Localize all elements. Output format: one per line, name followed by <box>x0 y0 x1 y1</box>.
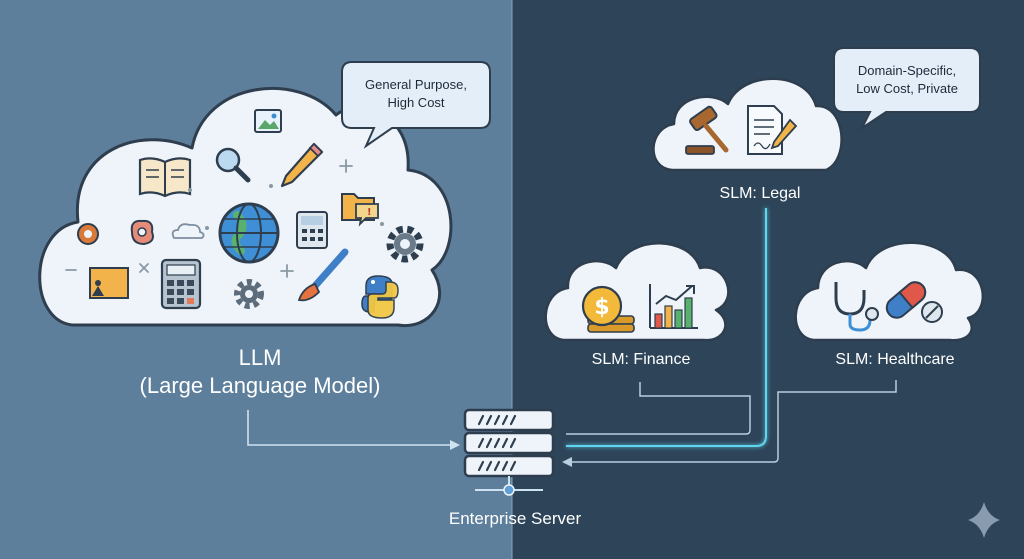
llm-speech-line-1: General Purpose, <box>365 77 467 92</box>
sticky-note-icon <box>89 267 129 299</box>
image-icon <box>254 109 282 133</box>
slm-speech-bubble <box>833 47 981 131</box>
slm-healthcare-label: SLM: Healthcare <box>835 351 955 368</box>
pencil-icon <box>280 142 324 188</box>
document-pen-icon <box>747 105 798 155</box>
bar-chart-icon <box>649 284 698 329</box>
finance-connector <box>566 382 751 435</box>
svg-text:!: ! <box>367 207 372 218</box>
llm-subtitle: (Large Language Model) <box>139 373 381 398</box>
plus-marks <box>65 159 353 278</box>
llm-speech-text: General Purpose, High Cost <box>342 76 490 112</box>
folder-chat-icon: ! <box>341 193 379 227</box>
healthcare-connector <box>570 380 897 463</box>
slm-speech-line-1: Domain-Specific, <box>857 63 957 78</box>
llm-title: LLM <box>238 345 282 370</box>
legal-connector-glow <box>566 208 767 447</box>
magnifier-icon <box>215 147 251 183</box>
slm-legal-label: SLM: Legal <box>719 185 801 202</box>
llm-speech-line-2: High Cost <box>387 95 445 110</box>
gavel-icon <box>685 105 729 155</box>
dot-marks <box>188 184 384 230</box>
open-book-icon <box>138 157 192 198</box>
cloud-icon <box>171 223 205 239</box>
coin-stack-icon: $ <box>581 285 635 333</box>
llm-speech-bubble <box>341 61 491 149</box>
slm-speech-text: Domain-Specific, Low Cost, Private <box>834 62 980 98</box>
server-rack-icon <box>463 408 555 496</box>
slm-finance-label: SLM: Finance <box>591 351 691 368</box>
python-logo-icon <box>361 275 399 319</box>
slm-speech-line-2: Low Cost, Private <box>856 81 958 96</box>
brain-icon <box>130 219 154 246</box>
gear-small-icon <box>234 279 264 309</box>
settings-gear-icon <box>386 225 424 263</box>
paintbrush-icon <box>297 248 349 302</box>
globe-icon <box>218 202 280 264</box>
enterprise-server-label: Enterprise Server <box>448 509 582 528</box>
server-inbound-arrowhead <box>562 457 572 467</box>
calculator-icon <box>296 211 328 249</box>
sparkle-icon <box>968 502 1000 538</box>
pill-icon <box>885 281 943 323</box>
llm-connector <box>247 410 452 446</box>
svg-text:$: $ <box>594 295 609 320</box>
calculator-keypad-icon <box>160 258 202 310</box>
llm-arrowhead <box>450 440 460 450</box>
stethoscope-icon <box>834 282 879 332</box>
gear-icon <box>77 223 99 245</box>
